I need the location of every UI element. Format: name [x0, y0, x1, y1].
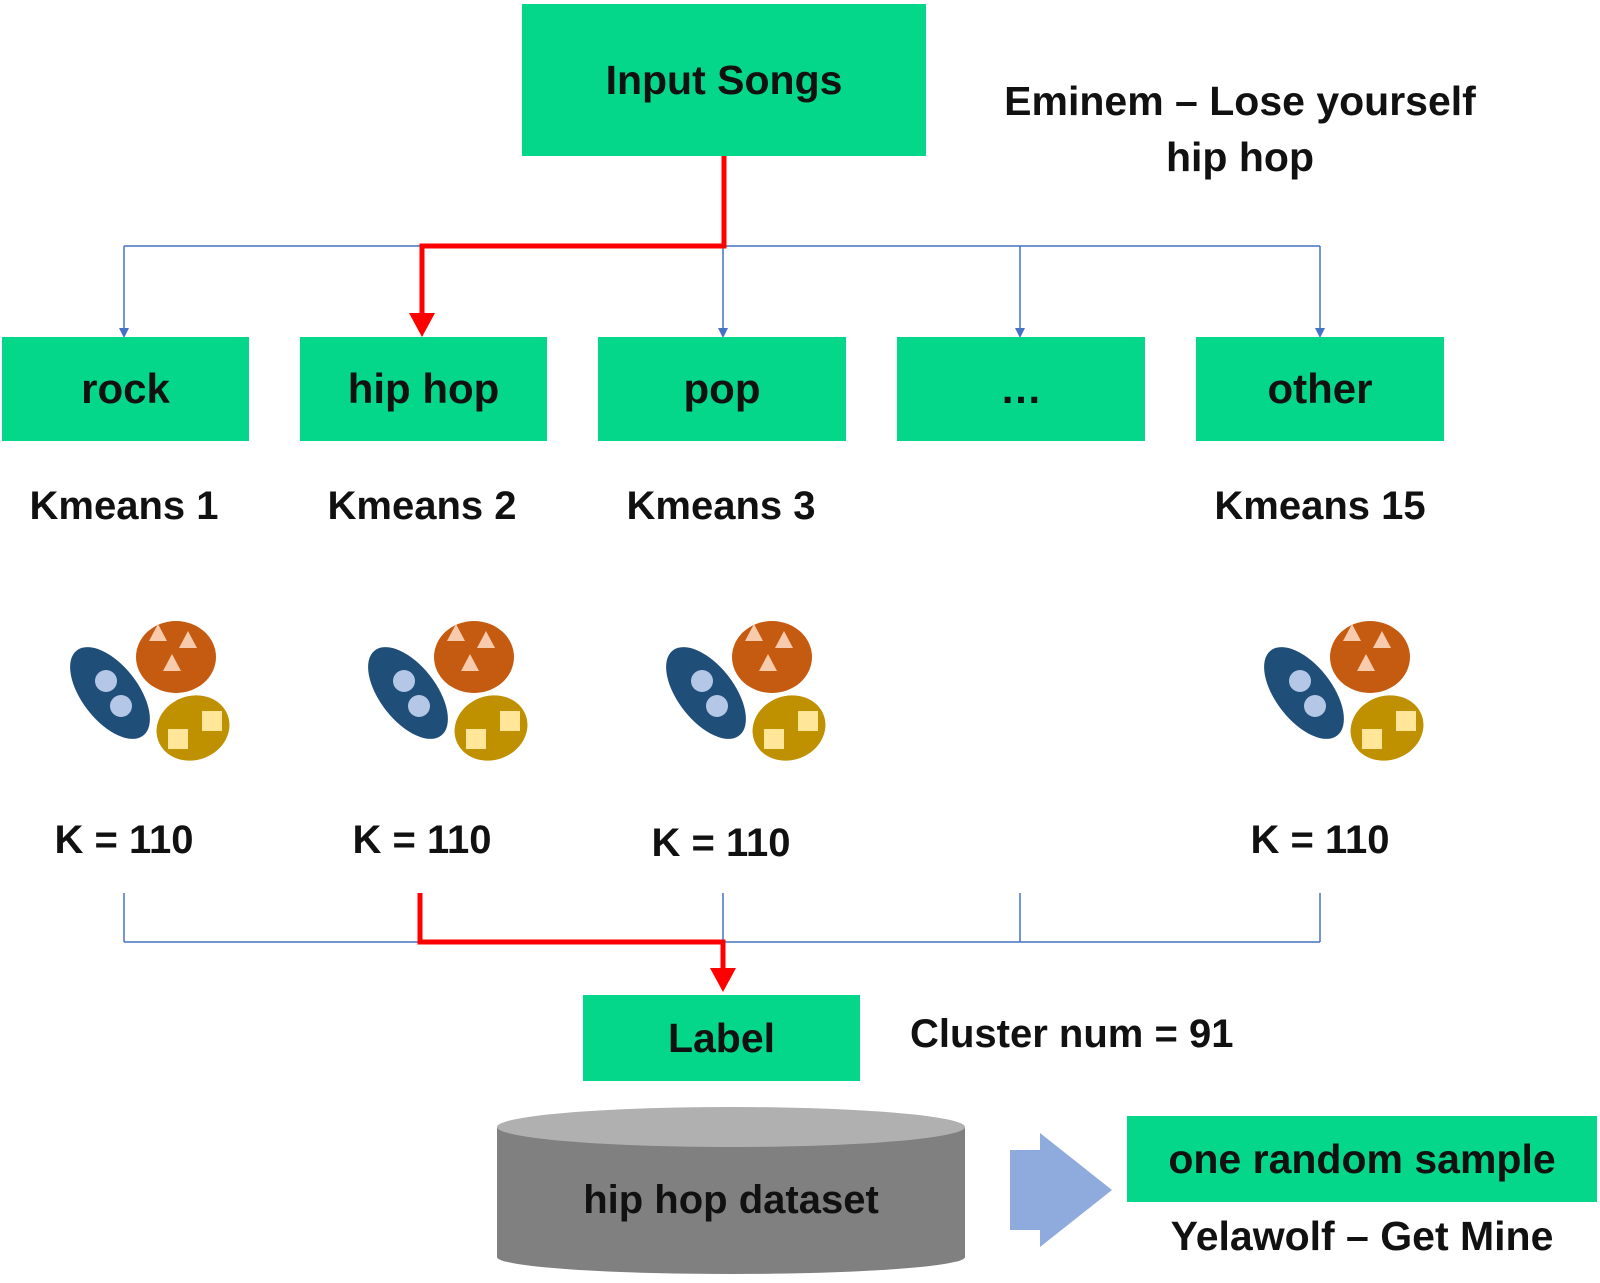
- kmeans-label: Kmeans 3: [626, 484, 816, 528]
- dataset-label: hip hop dataset: [583, 1178, 879, 1222]
- k-value: K = 110: [651, 821, 791, 865]
- k-value: K = 110: [1250, 818, 1390, 862]
- random-sample-label: one random sample: [1168, 1135, 1556, 1182]
- kmeans-label: Kmeans 15: [1214, 484, 1426, 528]
- genre-label: …: [1000, 365, 1042, 412]
- right-arrow-icon: [1010, 1133, 1112, 1247]
- genre-box-hip-hop: hip hop: [300, 337, 547, 441]
- genre-box-other: other: [1196, 337, 1444, 441]
- label-box: Label: [583, 995, 860, 1081]
- k-value: K = 110: [352, 818, 492, 862]
- kmeans-label: Kmeans 2: [327, 484, 517, 528]
- query-song: Eminem – Lose yourself: [1004, 78, 1476, 124]
- genre-label: other: [1267, 365, 1373, 412]
- genre-label: rock: [81, 365, 170, 412]
- genre-label: pop: [683, 365, 761, 412]
- database-icon: [497, 1107, 965, 1274]
- merge-lines: [123, 893, 1321, 943]
- kmeans-label: Kmeans 1: [29, 484, 219, 528]
- genre-box-rock: rock: [2, 337, 249, 441]
- sample-song: Yelawolf – Get Mine: [1170, 1213, 1554, 1259]
- distribution-lines: [119, 245, 1325, 338]
- query-genre: hip hop: [1165, 134, 1314, 180]
- input-songs-box: Input Songs: [522, 4, 926, 156]
- k-value: K = 110: [54, 818, 194, 862]
- genre-label: hip hop: [347, 365, 500, 412]
- selected-path: [409, 156, 736, 992]
- cluster-icon: [352, 621, 537, 771]
- input-songs-label: Input Songs: [605, 56, 843, 103]
- cluster-icon: [54, 621, 239, 771]
- genre-box-ellipsis: …: [897, 337, 1145, 441]
- genre-box-pop: pop: [598, 337, 846, 441]
- label-box-text: Label: [667, 1014, 776, 1061]
- random-sample-box: one random sample: [1127, 1116, 1597, 1202]
- cluster-icon: [1248, 621, 1433, 771]
- cluster-num: Cluster num = 91: [910, 1012, 1234, 1056]
- cluster-icon: [650, 621, 835, 771]
